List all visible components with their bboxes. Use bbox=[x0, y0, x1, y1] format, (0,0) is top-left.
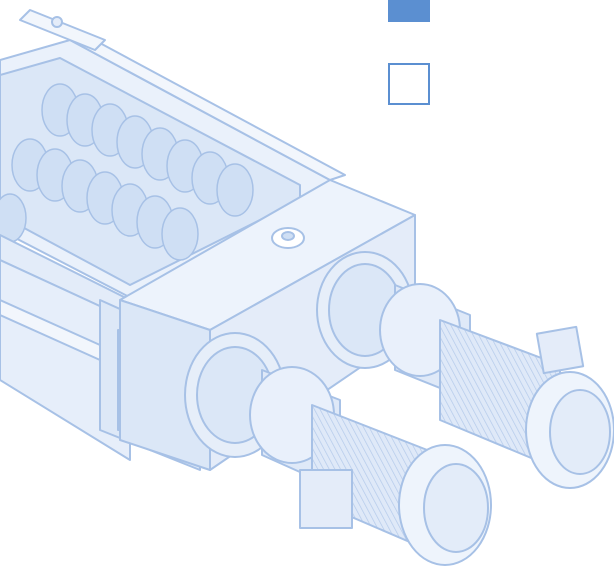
shaft-bracket bbox=[19, 9, 106, 51]
legend-swatch-outline bbox=[388, 63, 430, 105]
legend-swatch-filled bbox=[388, 0, 430, 22]
motor-front bbox=[184, 332, 492, 566]
rotor-discs bbox=[0, 83, 254, 261]
motor-rear bbox=[316, 251, 614, 489]
